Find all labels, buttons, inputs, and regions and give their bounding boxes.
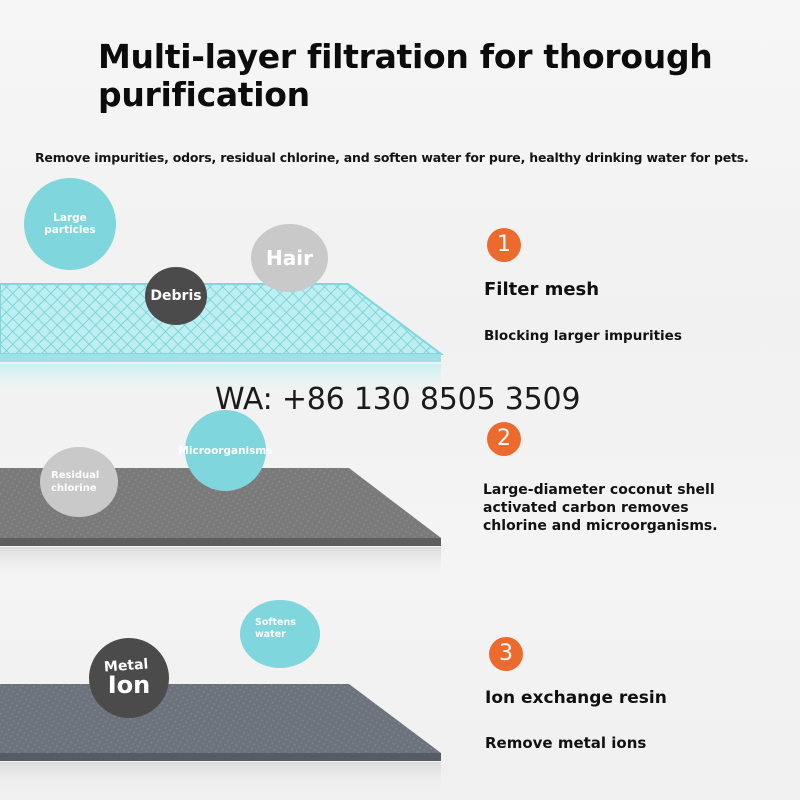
residual-line-1: Residual xyxy=(51,470,100,481)
step-1-number-badge: 1 xyxy=(487,228,521,262)
hair-bubble: Hair xyxy=(251,224,328,292)
softens-line-2: water xyxy=(255,629,286,640)
contact-watermark: WA: +86 130 8505 3509 xyxy=(215,382,581,417)
residual-chlorine-label: Residual chlorine xyxy=(51,469,99,495)
step-3-heading: Ion exchange resin xyxy=(485,688,667,708)
residual-chlorine-bubble: Residual chlorine xyxy=(40,447,118,517)
page-subtitle: Remove impurities, odors, residual chlor… xyxy=(35,150,749,165)
filter-mesh-layer xyxy=(0,283,444,392)
microorganisms-bubble: Microorganisms xyxy=(178,410,273,491)
step-2-description: Large-diameter coconut shell activated c… xyxy=(483,482,718,534)
metal-label: Metal xyxy=(103,655,149,676)
step-2-number-badge: 2 xyxy=(487,422,521,456)
step-3-number-badge: 3 xyxy=(489,637,523,671)
step-3-description: Remove metal ions xyxy=(485,734,647,752)
metal-ion-bubble: Metal Ion xyxy=(89,638,169,718)
softens-line-1: Softens xyxy=(255,617,296,628)
step-1-description: Blocking larger impurities xyxy=(484,328,682,344)
page-title: Multi-layer filtration for thorough puri… xyxy=(98,37,713,114)
ion-exchange-resin-layer xyxy=(0,684,441,790)
step-1-heading: Filter mesh xyxy=(484,279,600,300)
debris-bubble: Debris xyxy=(145,267,207,325)
ion-label: Ion xyxy=(107,670,151,699)
large-particles-bubble: Large particles xyxy=(24,178,116,270)
residual-line-2: chlorine xyxy=(51,483,97,494)
